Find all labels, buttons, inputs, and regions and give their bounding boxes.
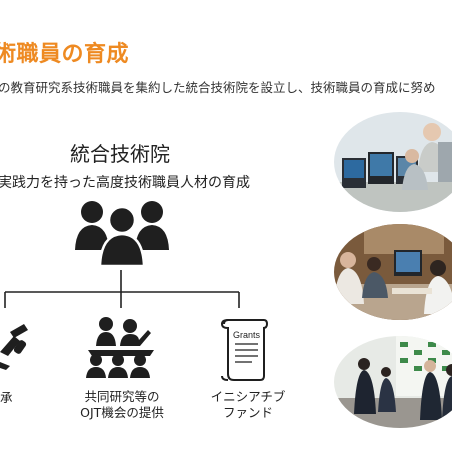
grants-scroll-icon: Grants bbox=[220, 319, 268, 381]
branch-label-3-line-2: ファンド bbox=[222, 405, 273, 420]
branch-label-3-line-1: イニシアチブ bbox=[210, 389, 286, 404]
page-title: 術職員の育成 bbox=[0, 42, 130, 67]
people-group-icon bbox=[75, 201, 169, 268]
branch-label-1: 承 bbox=[0, 390, 13, 406]
branch-label-1-line-1: 承 bbox=[0, 390, 13, 405]
photo-lab-instrument bbox=[334, 112, 452, 212]
photo-group-event bbox=[334, 336, 452, 428]
center-subtitle: 実践力を持った高度技術職員人材の育成 bbox=[0, 175, 250, 191]
branch-label-2-line-1: 共同研究等の bbox=[84, 389, 160, 404]
branch-label-2: 共同研究等の OJT機会の提供 bbox=[70, 389, 174, 421]
center-name: 統合技術院 bbox=[70, 142, 170, 166]
tree-connector bbox=[4, 270, 240, 308]
grants-scroll-text: Grants bbox=[233, 330, 261, 340]
handshake-icon bbox=[0, 324, 28, 370]
branch-label-2-line-2: OJT機会の提供 bbox=[80, 405, 164, 420]
lead-text: の教育研究系技術職員を集約した統合技術院を設立し、技術職員の育成に努め bbox=[0, 80, 436, 95]
photo-meeting-room bbox=[334, 224, 452, 320]
branch-label-3: イニシアチブ ファンド bbox=[200, 389, 296, 421]
group-meeting-icon bbox=[86, 317, 154, 378]
